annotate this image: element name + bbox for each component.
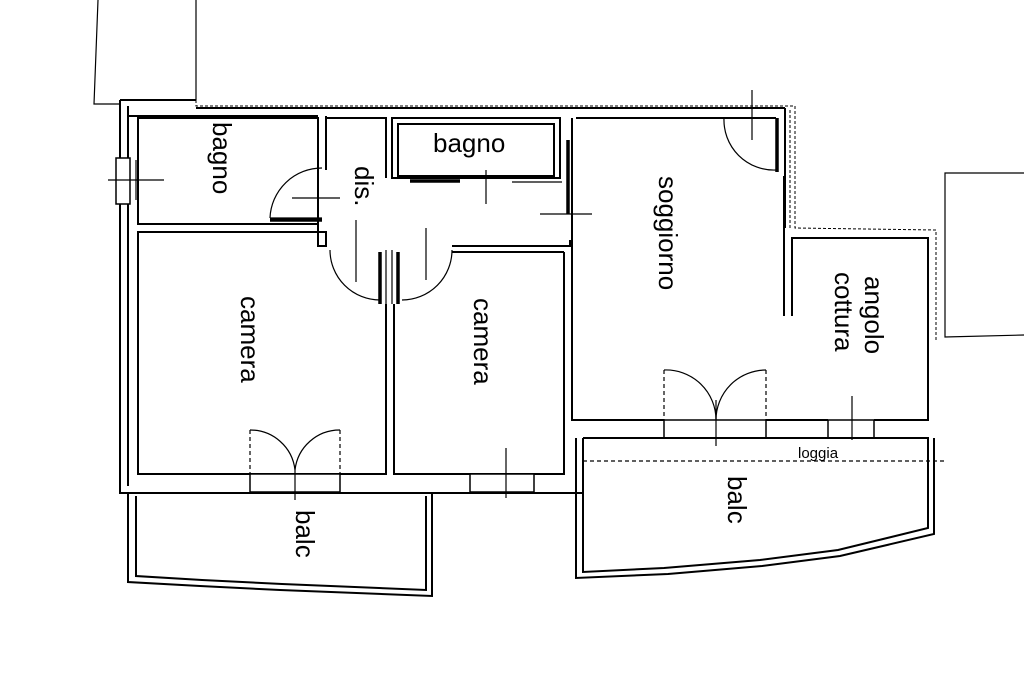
adjacent-building-left — [93, 0, 197, 105]
label-camera-left: camera — [235, 296, 265, 383]
label-camera-right: camera — [468, 298, 498, 385]
room-disimpegno — [317, 116, 387, 282]
label-balc-left: balc — [290, 510, 320, 558]
label-disimpegno: dis. — [349, 166, 379, 206]
room-camera-right — [393, 252, 565, 498]
room-camera-left — [137, 231, 387, 500]
door-entrance — [723, 90, 785, 316]
room-bagno-left — [108, 117, 319, 225]
adjacent-building-right — [944, 172, 1024, 338]
label-bagno-top: bagno — [433, 128, 505, 158]
door-bagno-left — [269, 167, 340, 222]
label-cottura: cottura — [829, 272, 859, 352]
label-angolo: angolo — [859, 276, 889, 354]
label-balc-right: balc — [722, 476, 752, 524]
room-soggiorno — [571, 117, 929, 421]
label-bagno-left: bagno — [207, 122, 237, 194]
label-soggiorno: soggiorno — [653, 176, 683, 290]
door-soggiorno-balcony — [663, 369, 767, 446]
roof-outline — [195, 100, 937, 340]
balcony-right — [575, 437, 945, 580]
door-camera-right — [391, 228, 453, 304]
corridor-wall — [452, 240, 571, 253]
door-camera-left — [329, 249, 387, 304]
room-bagno-top — [391, 117, 592, 215]
window-angolo-cottura — [827, 396, 875, 440]
balcony-left — [127, 493, 433, 598]
label-loggia: loggia — [798, 445, 839, 462]
